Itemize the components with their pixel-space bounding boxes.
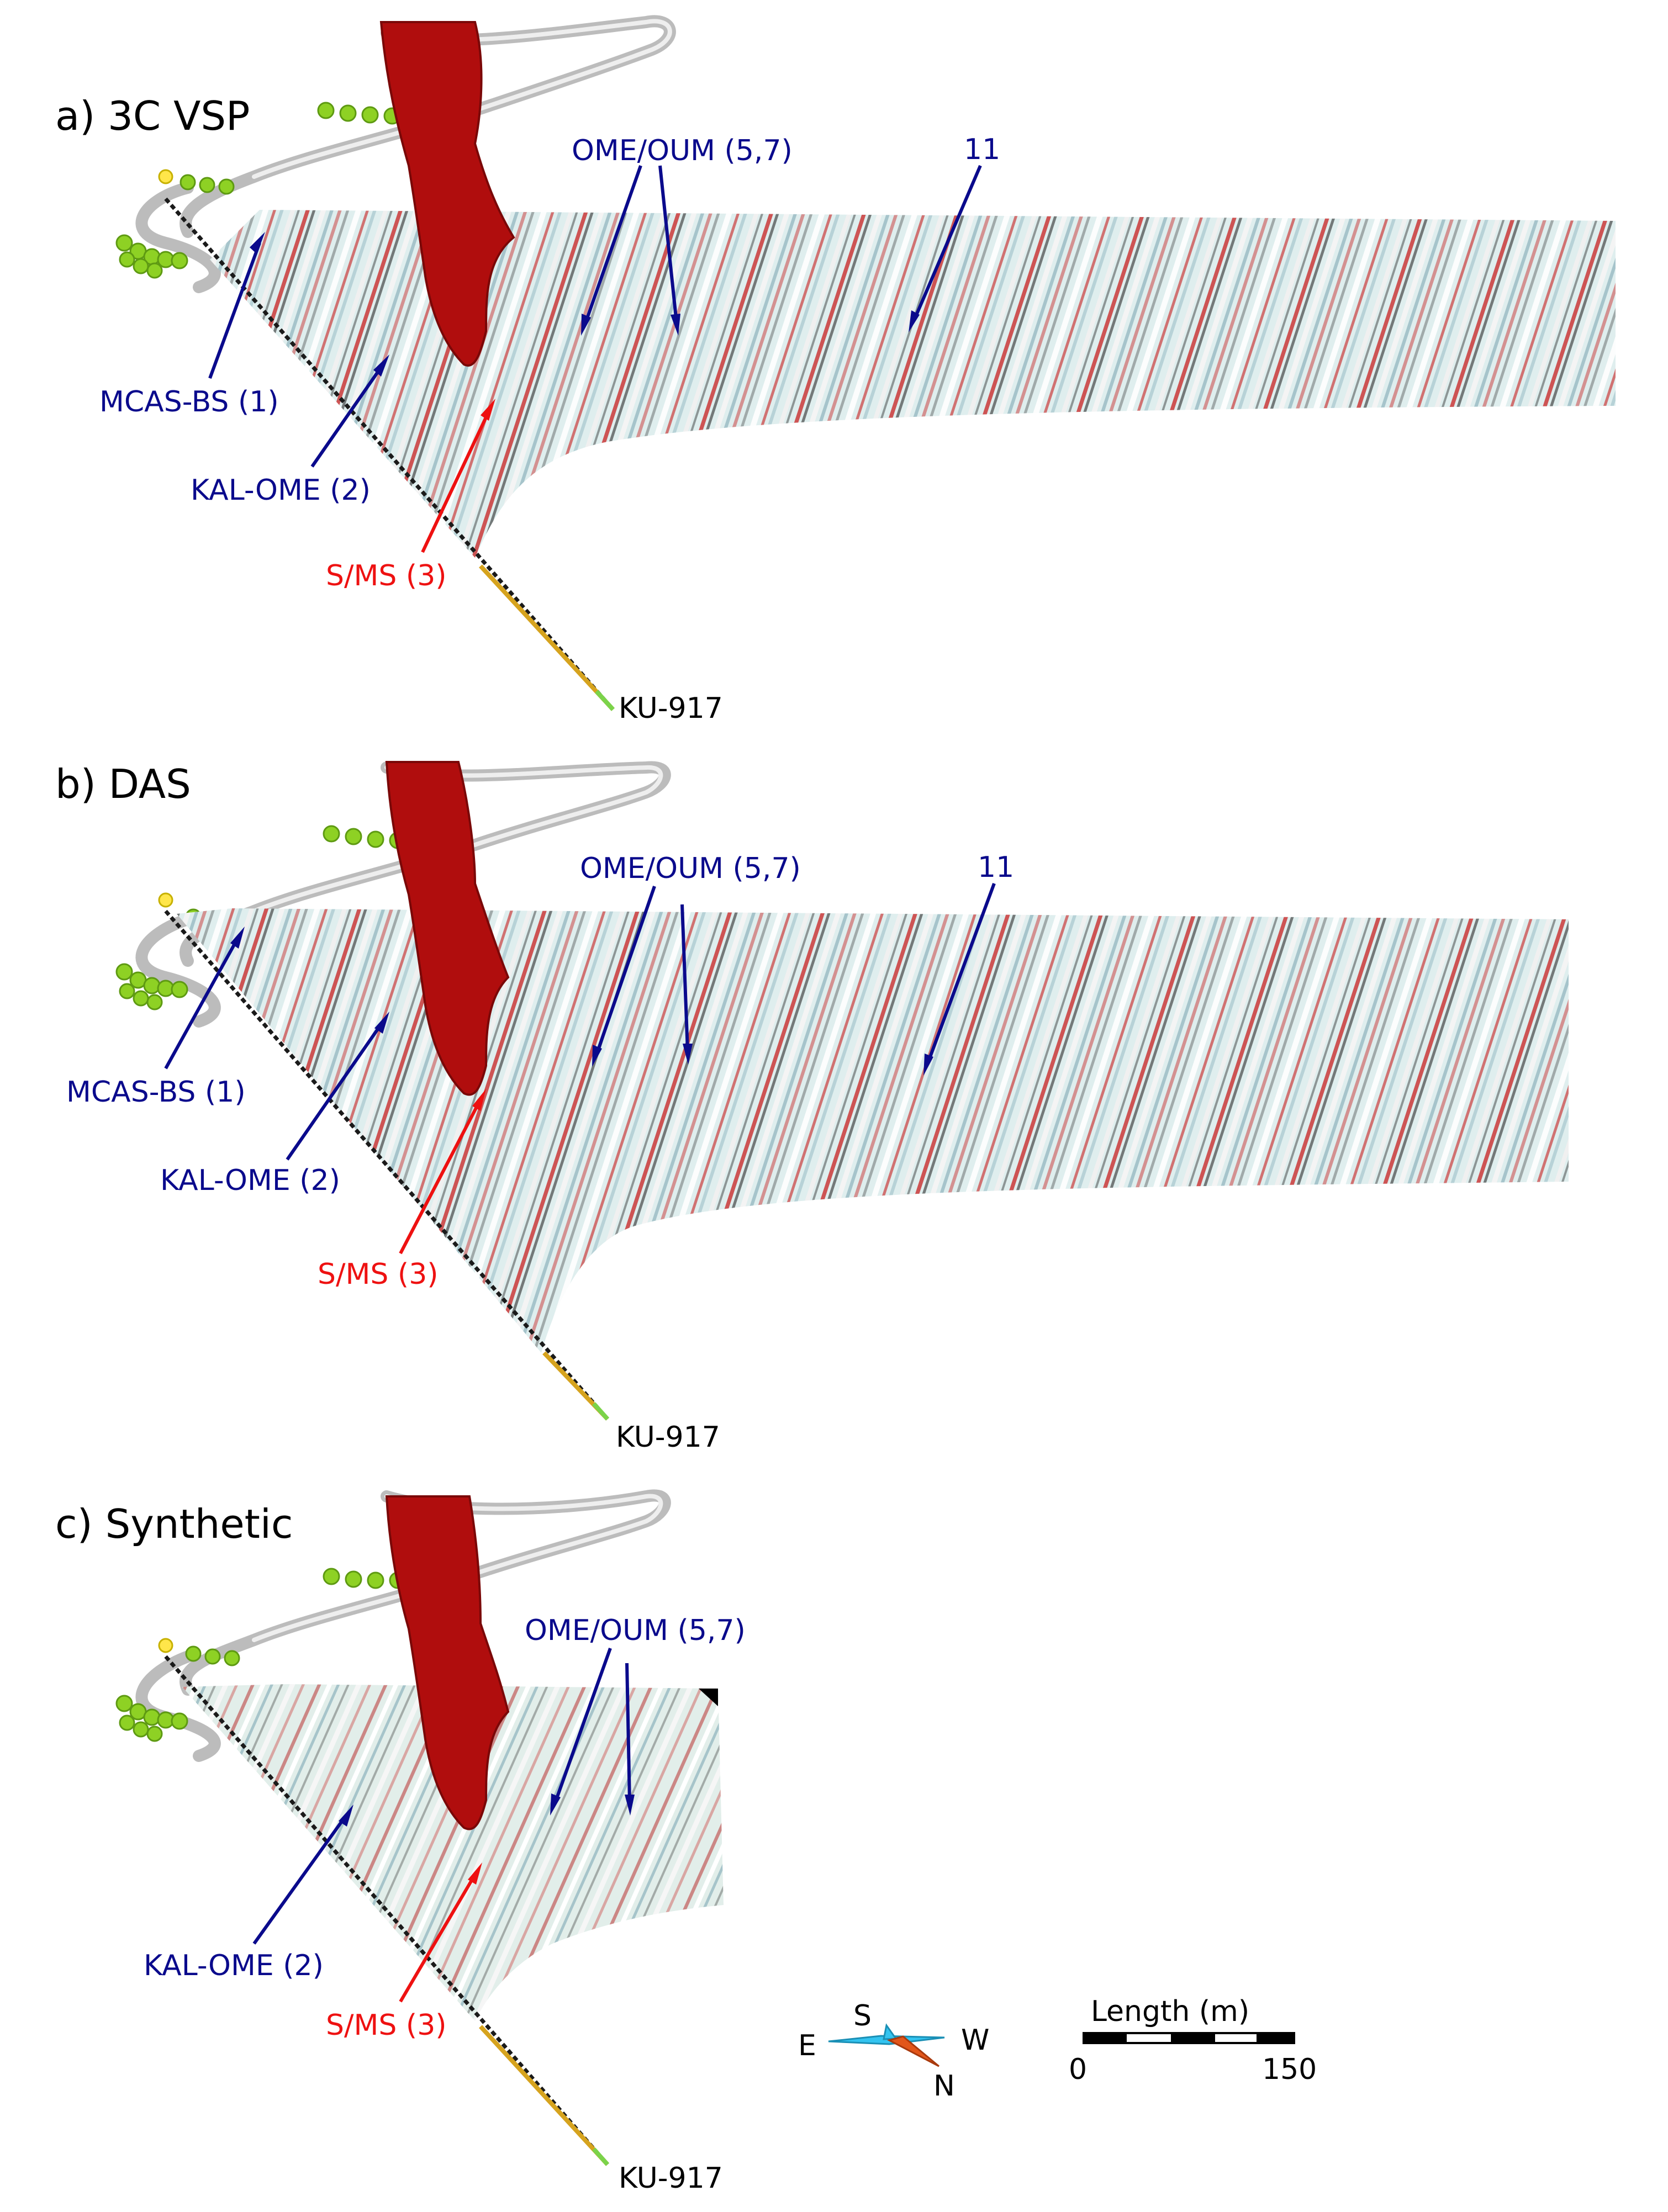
compass-rose: S E W N — [798, 1999, 989, 2103]
seismic-section — [210, 210, 1616, 558]
label-s-ms: S/MS (3) — [326, 2009, 447, 2042]
label-ome-oum: OME/OUM (5,7) — [572, 134, 793, 167]
well-label: KU-917 — [616, 1421, 720, 1454]
compass-n-label: N — [933, 2070, 955, 2103]
scale-bar: Length (m) 0 150 — [1069, 1995, 1317, 2086]
compass-s-needle — [883, 2023, 898, 2040]
well-label: KU-917 — [619, 692, 723, 725]
ore-body — [385, 1495, 510, 1830]
label-11: 11 — [964, 133, 1000, 166]
label-mcas-bs: MCAS-BS (1) — [99, 385, 279, 419]
compass-w-label: W — [961, 2024, 989, 2057]
compass-n-needle — [886, 2035, 939, 2067]
panel-synthetic: c) Synthetic KAL-OME (2) S/MS (3) OME/OU… — [55, 1489, 746, 2195]
panel-title: a) 3C VSP — [55, 93, 250, 139]
label-kal-ome: KAL-OME (2) — [144, 1949, 324, 1982]
label-ome-oum: OME/OUM (5,7) — [580, 852, 801, 885]
panel-3c-vsp: a) 3C VSP MCAS-BS (1) KAL-OME (2) S/MS (… — [55, 15, 1616, 725]
label-s-ms: S/MS (3) — [326, 559, 447, 592]
label-11: 11 — [978, 851, 1014, 884]
compass-s-label: S — [853, 1999, 872, 2033]
ore-body — [385, 761, 510, 1096]
panel-title: b) DAS — [55, 761, 191, 807]
label-mcas-bs: MCAS-BS (1) — [66, 1076, 246, 1109]
seismic-section — [177, 908, 1569, 1353]
panel-das: b) DAS MCAS-BS (1) KAL-OME (2) S/MS (3) … — [55, 761, 1569, 1454]
well-trace — [164, 197, 615, 711]
scale-bar-max: 150 — [1262, 2053, 1317, 2086]
scale-bar-title: Length (m) — [1091, 1995, 1249, 2028]
scale-bar-min: 0 — [1069, 2053, 1087, 2086]
label-s-ms: S/MS (3) — [318, 1258, 439, 1291]
label-kal-ome: KAL-OME (2) — [160, 1164, 340, 1197]
panel-title: c) Synthetic — [55, 1501, 293, 1547]
label-kal-ome: KAL-OME (2) — [191, 474, 371, 507]
label-ome-oum: OME/OUM (5,7) — [525, 1614, 746, 1647]
well-trace — [164, 1655, 609, 2166]
compass-e-label: E — [798, 2029, 816, 2062]
well-path-curl — [135, 913, 221, 1028]
well-label: KU-917 — [619, 2162, 723, 2195]
well-trace — [164, 909, 609, 1421]
well-path-curl — [135, 182, 221, 293]
compass-e-w-needle — [828, 2035, 945, 2045]
ore-body — [379, 21, 515, 367]
seismic-section — [182, 1684, 724, 2021]
